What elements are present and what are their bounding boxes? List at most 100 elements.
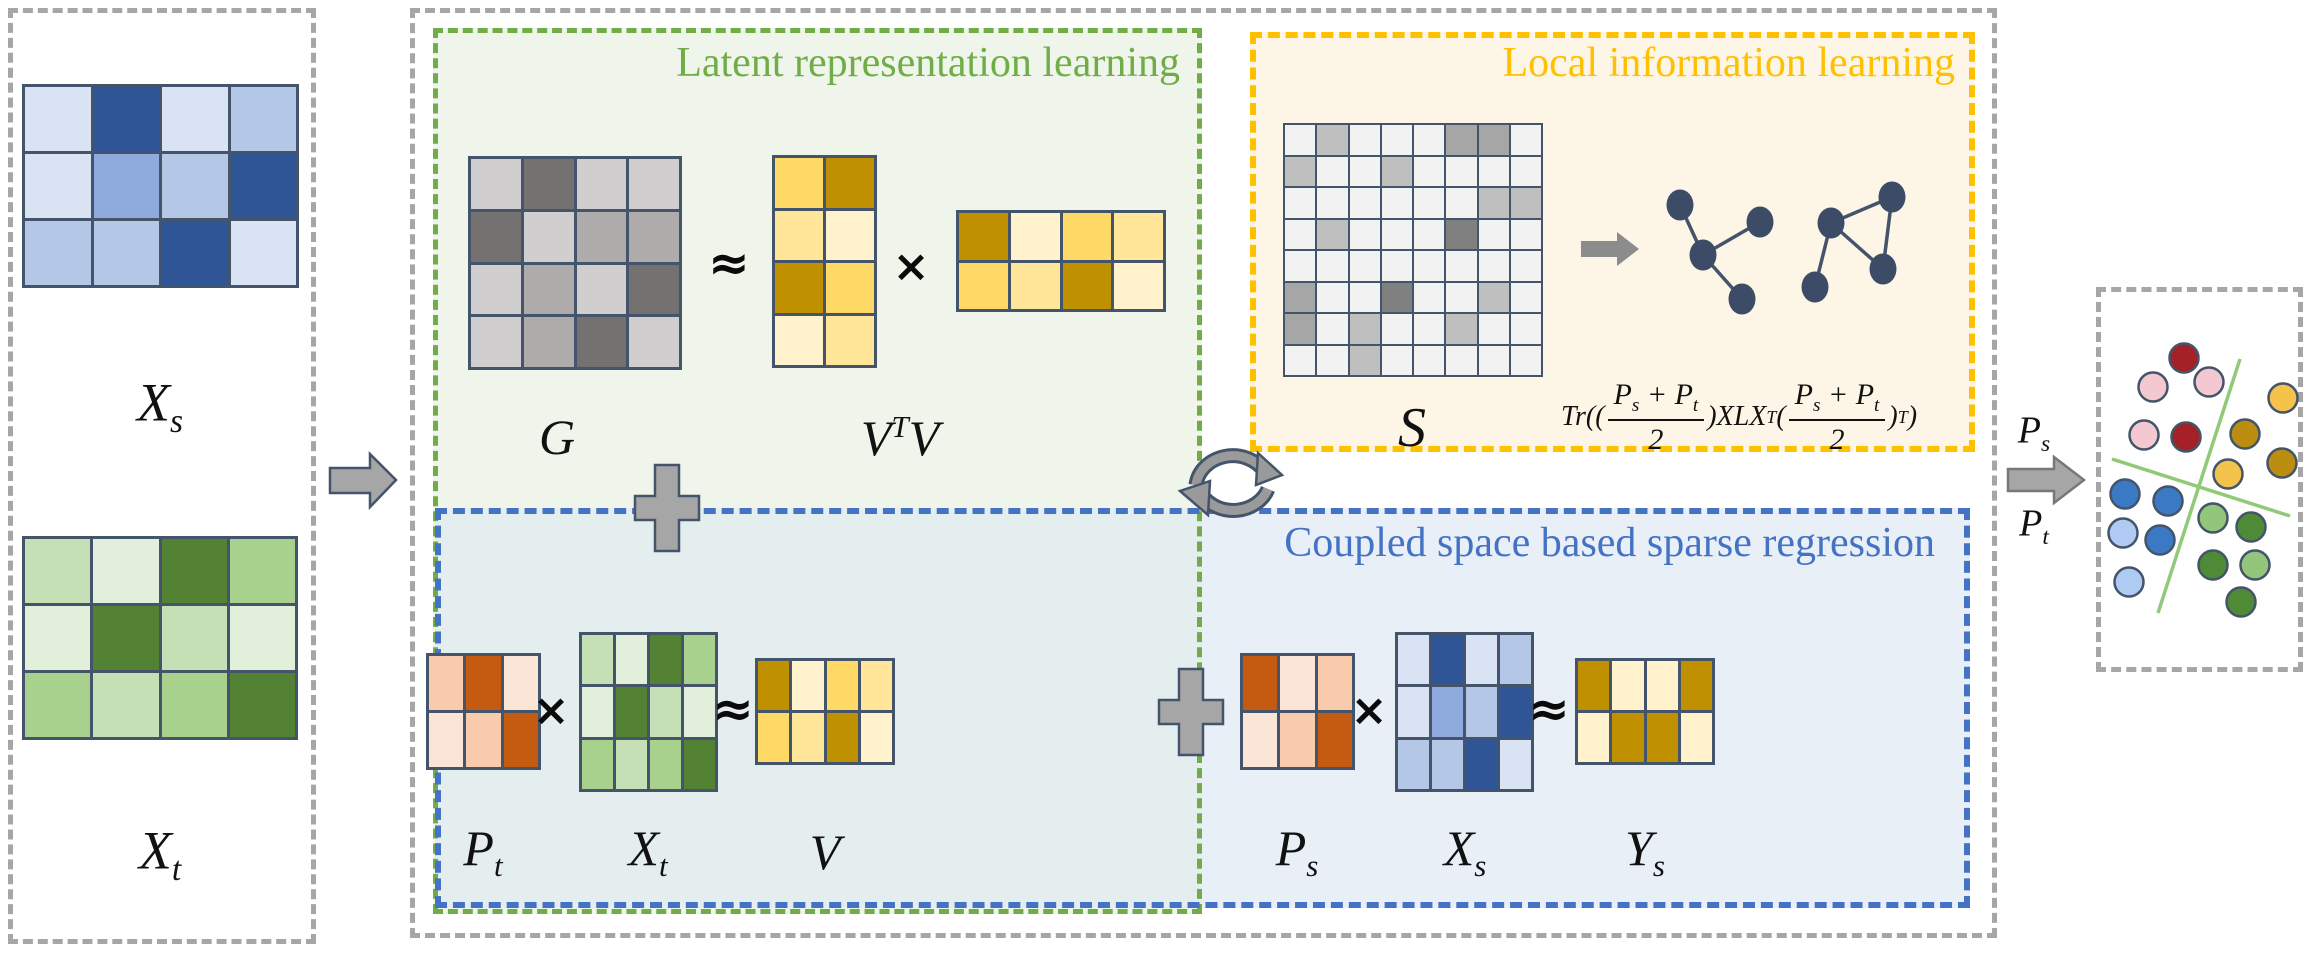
matrix-cell: [1466, 687, 1497, 737]
matrix-cell: [466, 713, 501, 767]
matrix-cell: [1414, 125, 1445, 155]
matrix-cell: [1446, 188, 1477, 218]
result-arrow-icon: [2006, 454, 2087, 506]
matrix-cell: [959, 262, 1008, 309]
label-ps-projection: Ps: [2017, 409, 2051, 458]
matrix-cell: [1646, 661, 1678, 710]
matrix-cell: [1317, 188, 1348, 218]
matrix-cell: [684, 635, 715, 685]
matrix-pt: [426, 653, 541, 770]
matrix-cell: [1114, 213, 1163, 260]
matrix-cell: [650, 739, 681, 789]
matrix-cell: [758, 661, 790, 710]
matrix-cell: [1114, 262, 1163, 309]
matrix-cell: [1381, 314, 1412, 344]
matrix-cell: [93, 673, 159, 737]
approx-operator: ≈: [712, 680, 754, 738]
matrix-cell: [471, 211, 521, 262]
matrix-cell: [1317, 125, 1348, 155]
plus-icon: [1157, 667, 1225, 757]
matrix-cell: [523, 159, 574, 209]
matrix-cell: [466, 656, 501, 710]
matrix-cell: [616, 635, 647, 685]
matrix-cell: [629, 159, 679, 209]
matrix-xt-coupled: [579, 632, 718, 792]
matrix-cell: [25, 606, 91, 670]
label-xs-coupled: Xs: [1443, 820, 1487, 883]
matrix-cell: [1500, 739, 1531, 789]
matrix-cell: [1446, 282, 1477, 312]
matrix-cell: [1062, 213, 1112, 260]
matrix-cell: [1349, 251, 1380, 281]
matrix-cell: [1317, 345, 1348, 375]
label-v-coupled: V: [809, 824, 841, 880]
matrix-cell: [1285, 251, 1316, 281]
matrix-cell: [1466, 739, 1497, 789]
matrix-cell: [792, 661, 824, 710]
matrix-cell: [1317, 713, 1352, 767]
matrix-cell: [1500, 635, 1531, 685]
matrix-cell: [1349, 314, 1380, 344]
matrix-cell: [582, 635, 613, 685]
matrix-cell: [1446, 251, 1477, 281]
matrix-cell: [1381, 251, 1412, 281]
matrix-cell: [1285, 219, 1316, 249]
plus-icon: [633, 463, 701, 553]
matrix-cell: [775, 158, 823, 208]
matrix-cell: [1243, 713, 1278, 767]
matrix-cell: [523, 317, 574, 367]
matrix-cell: [650, 635, 681, 685]
matrix-cell: [93, 606, 159, 670]
matrix-s: [1283, 123, 1543, 377]
matrix-cell: [25, 87, 91, 151]
matrix-cell: [25, 221, 91, 285]
matrix-cell: [650, 687, 681, 737]
matrix-cell: [684, 687, 715, 737]
matrix-cell: [1478, 282, 1509, 312]
matrix-cell: [1381, 345, 1412, 375]
matrix-cell: [1446, 219, 1477, 249]
matrix-cell: [1381, 125, 1412, 155]
approx-operator: ≈: [708, 234, 750, 292]
matrix-cell: [161, 539, 227, 603]
matrix-cell: [1317, 314, 1348, 344]
matrix-cell: [523, 264, 574, 315]
matrix-cell: [1349, 219, 1380, 249]
matrix-cell: [25, 539, 91, 603]
local-title: Local information learning: [1502, 40, 1955, 86]
label-xt-input: Xt: [138, 820, 182, 889]
label-g: G: [538, 409, 576, 465]
matrix-v-coupled: [755, 658, 895, 765]
matrix-cell: [1414, 156, 1445, 186]
matrix-cell: [1478, 125, 1509, 155]
matrix-cell: [775, 263, 823, 313]
matrix-cell: [471, 159, 521, 209]
matrix-cell: [1285, 125, 1316, 155]
matrix-cell: [1285, 156, 1316, 186]
matrix-cell: [1578, 713, 1610, 762]
matrix-cell: [792, 713, 824, 762]
matrix-cell: [1317, 282, 1348, 312]
matrix-cell: [523, 211, 574, 262]
matrix-cell: [1349, 156, 1380, 186]
matrix-cell: [1478, 156, 1509, 186]
label-xt-coupled: Xt: [628, 820, 668, 883]
matrix-cell: [1510, 156, 1541, 186]
matrix-cell: [860, 713, 892, 762]
matrix-cell: [1578, 661, 1610, 710]
matrix-cell: [1317, 656, 1352, 710]
matrix-cell: [1285, 345, 1316, 375]
matrix-cell: [1646, 713, 1678, 762]
approx-operator: ≈: [1528, 680, 1570, 738]
matrix-cell: [162, 221, 228, 285]
matrix-cell: [1317, 251, 1348, 281]
matrix-cell: [1010, 213, 1060, 260]
matrix-cell: [429, 656, 464, 710]
matrix-cell: [93, 154, 159, 218]
matrix-cell: [1510, 314, 1541, 344]
matrix-cell: [1285, 314, 1316, 344]
input-arrow-icon: [328, 450, 398, 511]
matrix-cell: [1612, 661, 1644, 710]
matrix-cell: [1349, 282, 1380, 312]
